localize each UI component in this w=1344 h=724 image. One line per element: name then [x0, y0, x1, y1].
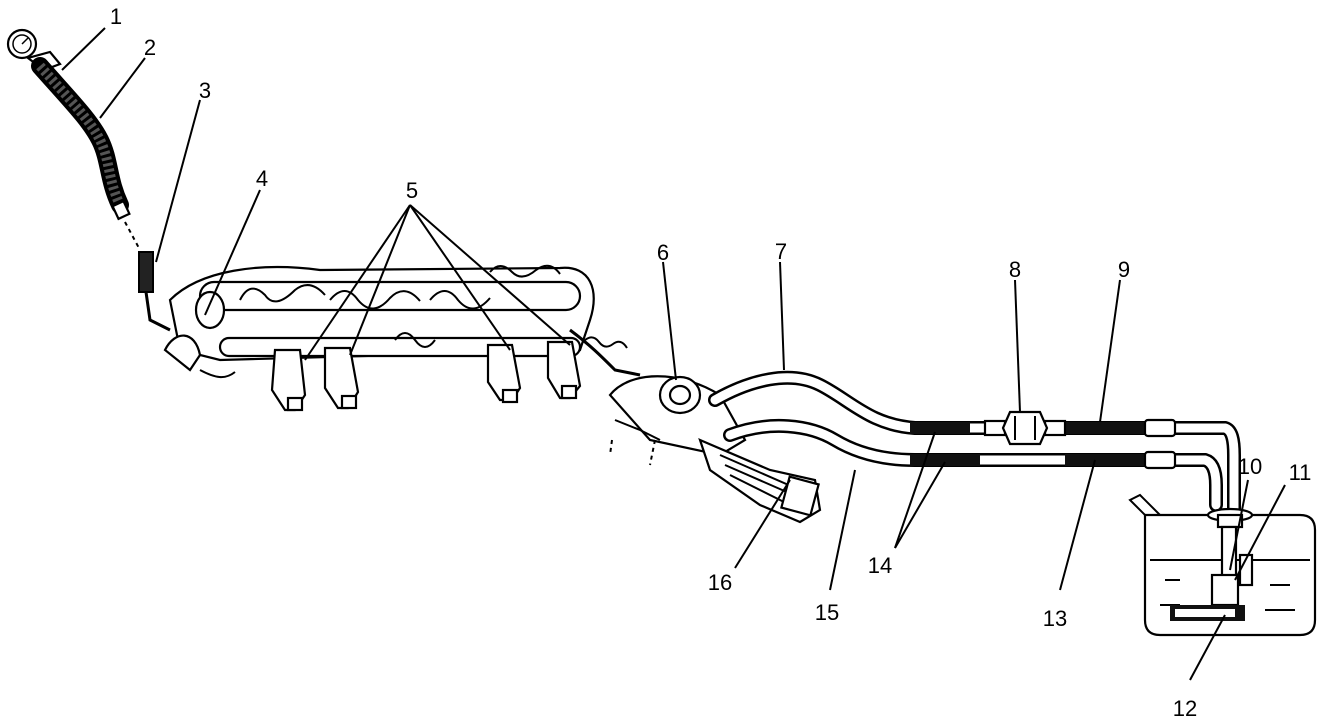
- callout-7: 7: [775, 239, 787, 264]
- fuel-filter: [983, 410, 1067, 446]
- fuel-feed-pipe: [708, 370, 1241, 517]
- fuel-rail-assembly: [163, 264, 595, 378]
- fuel-injectors: [270, 340, 582, 412]
- fuel-pressure-connection: [138, 251, 171, 332]
- callout-12: 12: [1173, 696, 1197, 721]
- callout-1: 1: [110, 4, 122, 29]
- callout-16: 16: [708, 570, 732, 595]
- callout-4: 4: [256, 166, 268, 191]
- leader-lines: [61, 27, 1286, 681]
- gauge-hose: [31, 57, 141, 251]
- fuel-pump-module: [1170, 507, 1254, 621]
- callout-3: 3: [199, 78, 211, 103]
- callout-13: 13: [1043, 606, 1067, 631]
- regulator-connector-line: [569, 328, 641, 377]
- callout-6: 6: [657, 240, 669, 265]
- fuel-return-pipe: [723, 419, 1223, 512]
- callout-14: 14: [868, 553, 892, 578]
- quick-connect-fittings: [698, 438, 822, 524]
- callout-15: 15: [815, 600, 839, 625]
- callout-9: 9: [1118, 257, 1130, 282]
- callout-labels: 1 2 3 4 5 6 7 8 9 10 11 12 13 14 15 16: [110, 4, 1312, 721]
- callout-11: 11: [1289, 460, 1312, 485]
- callout-10: 10: [1238, 454, 1262, 479]
- fuel-hose-sections: [910, 418, 1177, 470]
- callout-5: 5: [406, 178, 418, 203]
- callout-8: 8: [1009, 257, 1021, 282]
- callout-2: 2: [144, 35, 156, 60]
